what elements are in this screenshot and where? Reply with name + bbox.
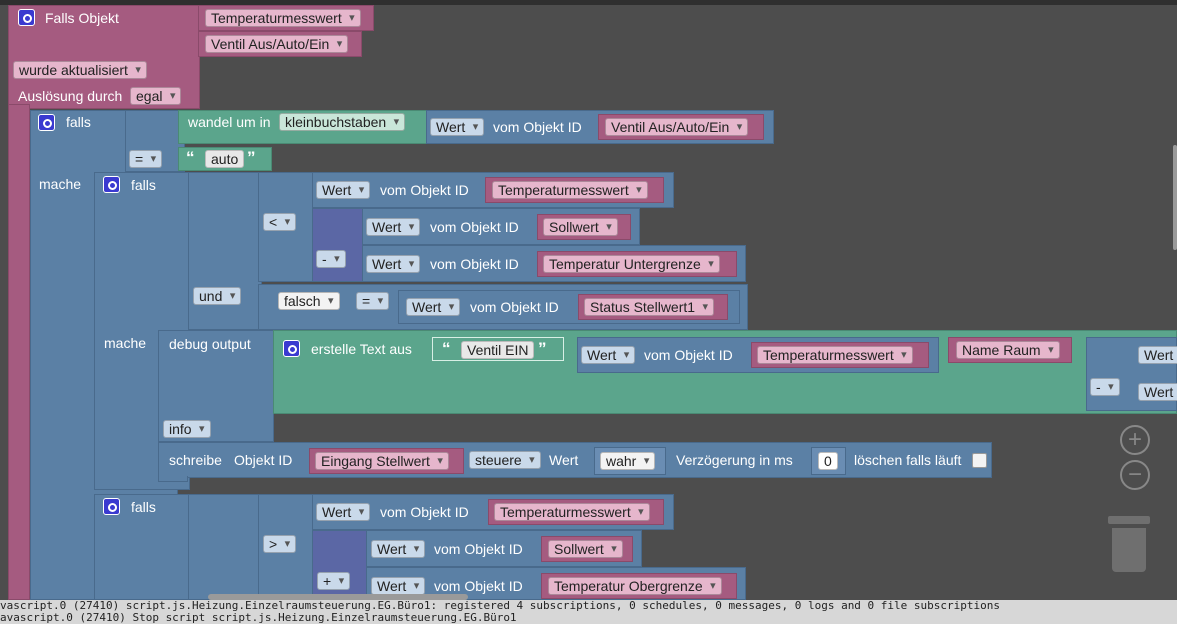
name-raum-dropdown[interactable]: Name Raum: [956, 341, 1060, 359]
debug-output-label: debug output: [169, 336, 251, 352]
if2-row1-object-dropdown[interactable]: Temperaturmesswert: [492, 181, 648, 199]
if3-row3-object-dropdown[interactable]: Temperatur Obergrenze: [548, 577, 722, 595]
zoom-in-icon[interactable]: +: [1120, 425, 1150, 455]
write-label: schreibe: [169, 452, 222, 468]
quote-open-icon-2: “: [442, 339, 451, 358]
trigger-object-dropdown-2[interactable]: Ventil Aus/Auto/Ein: [205, 35, 349, 53]
log-line: avascript.0 (27410) Stop script script.j…: [0, 611, 517, 624]
delay-input[interactable]: 0: [818, 452, 838, 470]
trigger-by-label: Auslösung durch: [18, 88, 123, 104]
trigger-block-spine: [8, 104, 30, 600]
workspace-top-edge: [0, 0, 1177, 5]
minus-operator-dropdown[interactable]: -: [316, 250, 346, 268]
trigger-condition-dropdown[interactable]: wurde aktualisiert: [13, 61, 147, 79]
if3-gear-icon[interactable]: [103, 498, 120, 515]
if2-row3-label: vom Objekt ID: [430, 256, 519, 272]
trigger-by-dropdown[interactable]: egal: [130, 87, 182, 105]
debug-minus-dropdown[interactable]: -: [1090, 378, 1120, 396]
if2-row1-label: vom Objekt ID: [380, 182, 469, 198]
if2-row3-value-dropdown[interactable]: Wert: [366, 255, 421, 273]
if3-falls-label: falls: [131, 499, 156, 515]
create-text-label: erstelle Text aus: [311, 341, 412, 357]
compare-lt-dropdown[interactable]: <: [263, 213, 297, 231]
trigger-title: Falls Objekt: [45, 10, 119, 26]
write-object-id-label: Objekt ID: [234, 452, 293, 468]
vertical-scrollbar[interactable]: [1173, 145, 1177, 250]
if1-object-dropdown[interactable]: Ventil Aus/Auto/Ein: [605, 118, 749, 136]
if2-row2-object-dropdown[interactable]: Sollwert: [543, 218, 618, 236]
quote-close-icon-2: ”: [538, 339, 547, 358]
write-mode-dropdown[interactable]: steuere: [469, 451, 541, 469]
debug-value-dropdown[interactable]: Wert: [581, 346, 636, 364]
debug-right-value-2[interactable]: Wert: [1138, 383, 1177, 401]
if2-falls-label: falls: [131, 177, 156, 193]
if3-row1-value-dropdown[interactable]: Wert: [316, 503, 371, 521]
if3-row2-label: vom Objekt ID: [434, 541, 523, 557]
write-block-bottom: [158, 476, 188, 482]
text-ventil-ein-field[interactable]: Ventil EIN: [461, 341, 535, 359]
if3-row2-object-dropdown[interactable]: Sollwert: [548, 540, 623, 558]
clear-checkbox[interactable]: [972, 453, 987, 468]
if2-row4-object-dropdown[interactable]: Status Stellwert1: [584, 298, 715, 316]
if2-row2-label: vom Objekt ID: [430, 219, 519, 235]
if2-row3-object-dropdown[interactable]: Temperatur Untergrenze: [543, 255, 720, 273]
write-object-dropdown[interactable]: Eingang Stellwert: [315, 452, 449, 470]
if2-row4-value-dropdown[interactable]: Wert: [406, 298, 461, 316]
debug-right-value-1[interactable]: Wert: [1138, 346, 1177, 364]
if3-row3-value-dropdown[interactable]: Wert: [371, 577, 426, 595]
write-value-dropdown[interactable]: wahr: [600, 452, 656, 470]
text-auto-field[interactable]: auto: [205, 150, 245, 168]
trash-icon[interactable]: [1108, 516, 1150, 574]
log-panel: vascript.0 (27410) script.js.Heizung.Ein…: [0, 600, 1177, 624]
compare-gt-dropdown[interactable]: >: [263, 535, 297, 553]
if2-condition-area: [188, 172, 262, 330]
if1-operator-dropdown[interactable]: =: [129, 150, 163, 168]
write-block[interactable]: [158, 442, 992, 478]
if2-gear-icon[interactable]: [103, 176, 120, 193]
if1-value-dropdown[interactable]: Wert: [430, 118, 485, 136]
create-text-gear-icon[interactable]: [283, 340, 300, 357]
if1-gear-icon[interactable]: [38, 114, 55, 131]
if2-mache-label: mache: [104, 335, 147, 351]
blockly-workspace[interactable]: Falls Objekt Temperaturmesswert Ventil A…: [0, 0, 1177, 600]
math-minus-block[interactable]: [312, 208, 364, 282]
if2-row4-label: vom Objekt ID: [470, 299, 559, 315]
if1-from-object-label: vom Objekt ID: [493, 119, 582, 135]
log-line: vascript.0 (27410) script.js.Heizung.Ein…: [0, 600, 1001, 612]
if2-row2-value-dropdown[interactable]: Wert: [366, 218, 421, 236]
and-dropdown[interactable]: und: [193, 287, 242, 305]
quote-close-icon: ”: [247, 148, 256, 167]
convert-mode-dropdown[interactable]: kleinbuchstaben: [279, 113, 406, 131]
debug-object-dropdown[interactable]: Temperaturmesswert: [757, 346, 913, 364]
false-dropdown[interactable]: falsch: [278, 292, 340, 310]
horizontal-scrollbar[interactable]: [208, 594, 468, 600]
if1-falls-label: falls: [66, 114, 91, 130]
trigger-gear-icon[interactable]: [18, 9, 35, 26]
plus-operator-dropdown[interactable]: +: [317, 572, 351, 590]
if2-row1-value-dropdown[interactable]: Wert: [316, 181, 371, 199]
quote-open-icon: “: [186, 148, 195, 167]
if3-row2-value-dropdown[interactable]: Wert: [371, 540, 426, 558]
if3-condition-area: [188, 494, 262, 600]
delay-label: Verzögerung in ms: [676, 452, 793, 468]
if1-mache-label: mache: [39, 176, 82, 192]
debug-level-dropdown[interactable]: info: [163, 420, 211, 438]
clear-label: löschen falls läuft: [854, 452, 962, 468]
debug-from-object-label: vom Objekt ID: [644, 347, 733, 363]
equals-operator-dropdown[interactable]: =: [356, 292, 390, 310]
write-value-label: Wert: [549, 452, 579, 468]
if3-row1-label: vom Objekt ID: [380, 504, 469, 520]
if1-convert-label: wandel um in: [188, 114, 271, 130]
if3-row3-label: vom Objekt ID: [434, 578, 523, 594]
trigger-object-dropdown-1[interactable]: Temperaturmesswert: [205, 9, 361, 27]
zoom-out-icon[interactable]: −: [1120, 460, 1150, 490]
if3-row1-object-dropdown[interactable]: Temperaturmesswert: [494, 503, 650, 521]
